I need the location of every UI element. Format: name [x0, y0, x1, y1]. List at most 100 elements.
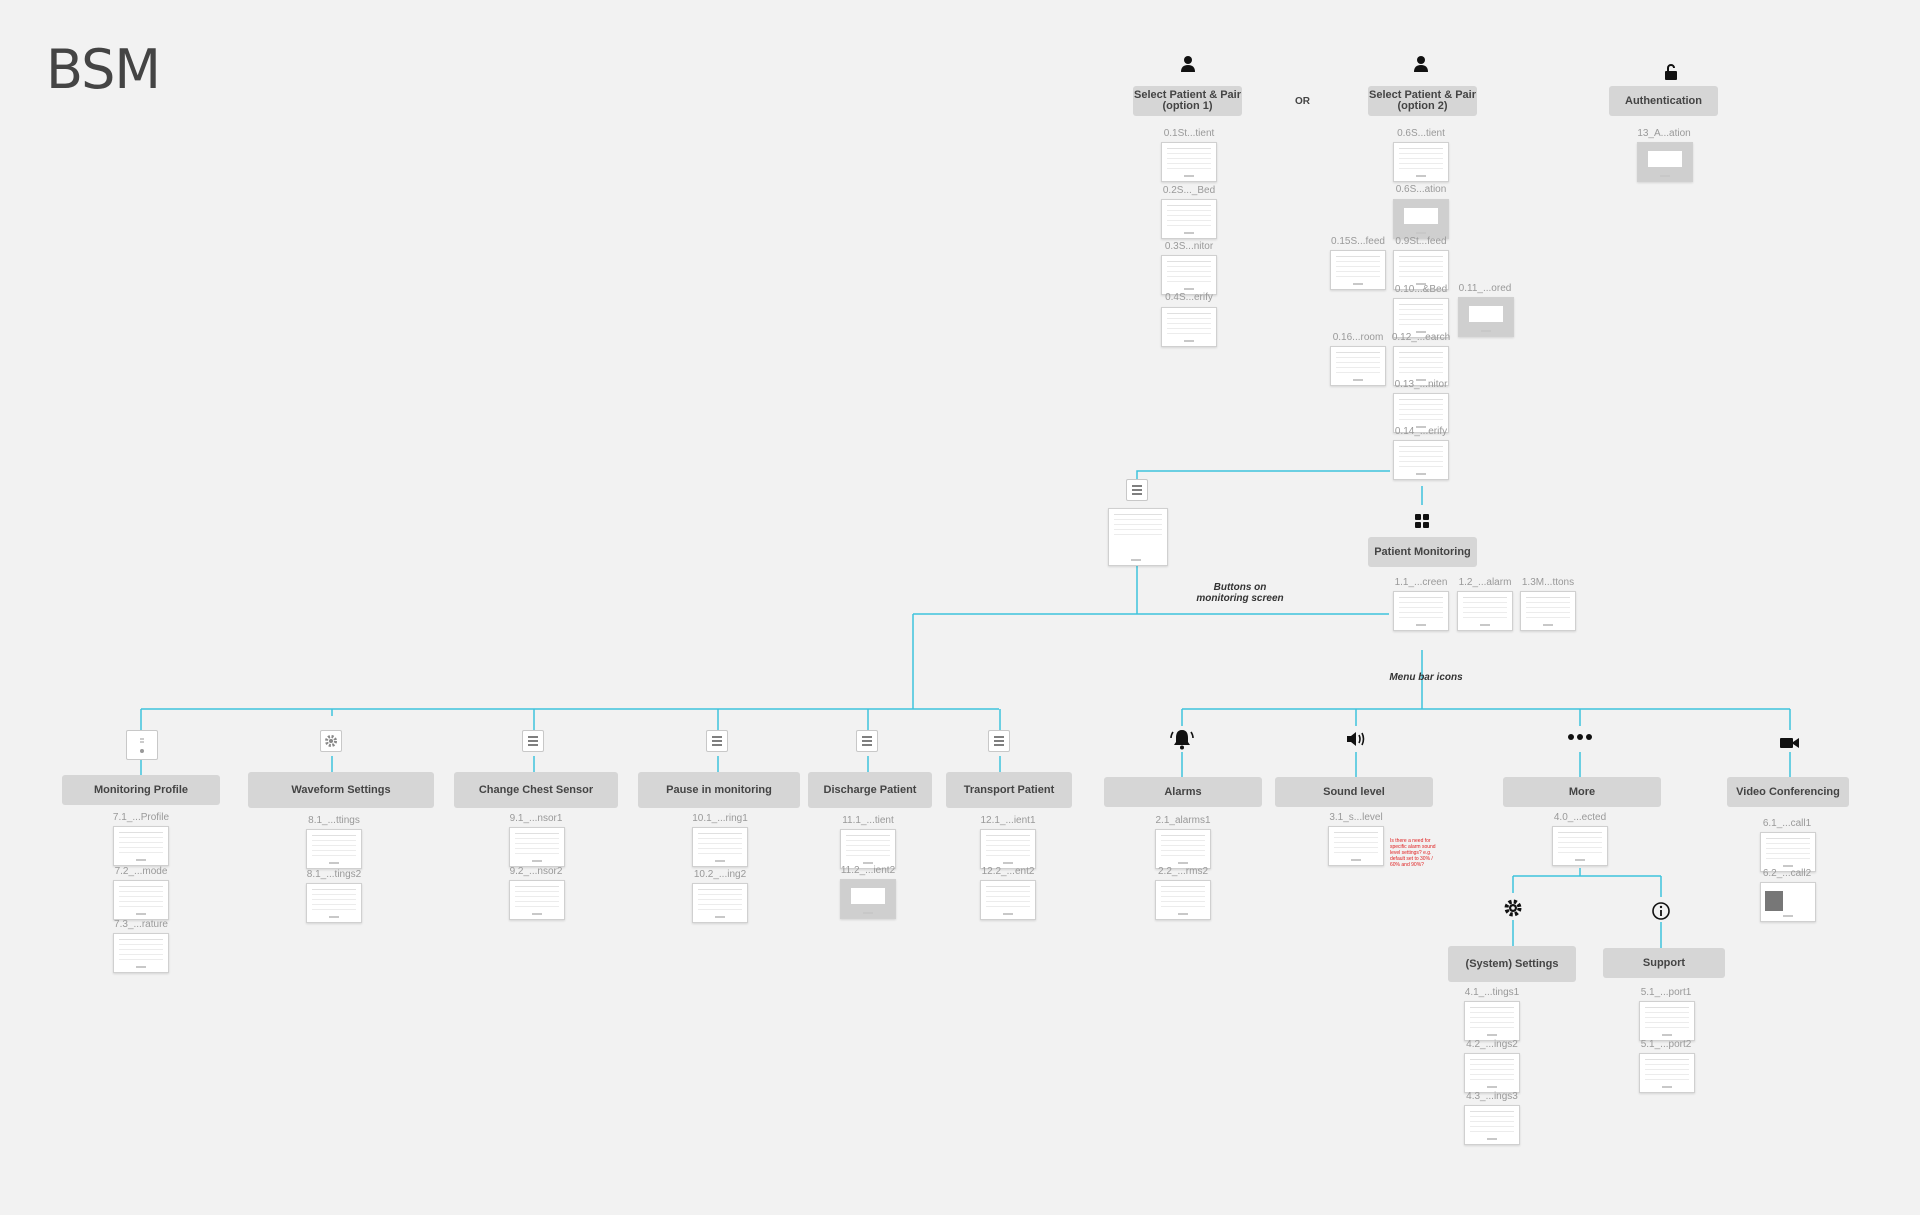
- screen-thumbnail[interactable]: [1464, 1053, 1520, 1093]
- screen-label: 9.2_...nsor2: [509, 866, 563, 877]
- screen-label: 8.1_...tings2: [306, 869, 362, 880]
- screen-thumbnail[interactable]: [1552, 826, 1608, 866]
- annotation-menubar: Menu bar icons: [1389, 672, 1463, 683]
- screen-label: 0.11_...ored: [1458, 283, 1512, 294]
- screen-thumbnail[interactable]: [1161, 255, 1217, 295]
- screen-label: 10.2_...ing2: [693, 869, 747, 880]
- screen-thumbnail[interactable]: [113, 880, 169, 920]
- screen-label: 0.3S...nitor: [1164, 241, 1214, 252]
- screen-label: 12.1_...ient1: [980, 815, 1036, 826]
- screen-label: 5.1_...port2: [1640, 1039, 1692, 1050]
- screen-thumbnail[interactable]: [1393, 591, 1449, 631]
- screen-thumbnail[interactable]: [1639, 1001, 1695, 1041]
- speaker-icon: [1343, 726, 1369, 752]
- screen-thumbnail[interactable]: [1161, 307, 1217, 347]
- screen-thumbnail[interactable]: [840, 829, 896, 869]
- screen-label: 1.3M...ttons: [1521, 577, 1575, 588]
- node-discharge-patient[interactable]: Discharge Patient: [808, 772, 932, 808]
- node-patient-monitoring[interactable]: Patient Monitoring: [1368, 537, 1477, 567]
- screen-thumbnail[interactable]: [1639, 1053, 1695, 1093]
- info-icon: [1648, 898, 1674, 924]
- connector-more-bus: [1512, 868, 1662, 897]
- screen-thumbnail[interactable]: [1393, 250, 1449, 290]
- screen-label: 6.1_...call1: [1762, 818, 1812, 829]
- user-icon: [1175, 51, 1201, 77]
- screen-thumbnail[interactable]: [1328, 826, 1384, 866]
- bell-icon: [1169, 726, 1195, 752]
- screen-thumbnail[interactable]: [692, 827, 748, 867]
- or-label: OR: [1295, 96, 1310, 107]
- screen-thumbnail[interactable]: [692, 883, 748, 923]
- screen-thumbnail[interactable]: [1464, 1105, 1520, 1145]
- menu-icon[interactable]: [1126, 479, 1148, 501]
- screen-label: 3.1_s...level: [1329, 812, 1383, 823]
- screen-label: 6.2_...call2: [1762, 868, 1812, 879]
- screen-thumbnail[interactable]: [1393, 393, 1449, 433]
- screen-label: 0.13_...nitor: [1394, 379, 1448, 390]
- node-monitoring-profile[interactable]: Monitoring Profile: [62, 775, 220, 805]
- node-alarms[interactable]: Alarms: [1104, 777, 1262, 807]
- screen-thumbnail[interactable]: [1161, 199, 1217, 239]
- screen-label: 7.2_...mode: [114, 866, 168, 877]
- screen-thumbnail[interactable]: [1393, 440, 1449, 480]
- screen-thumbnail[interactable]: [980, 829, 1036, 869]
- node-transport-patient[interactable]: Transport Patient: [946, 772, 1072, 808]
- node-video-conferencing[interactable]: Video Conferencing: [1727, 777, 1849, 807]
- more-icon[interactable]: [1567, 724, 1593, 750]
- menu-icon: [988, 730, 1010, 752]
- screen-thumbnail[interactable]: [509, 880, 565, 920]
- screen-thumbnail[interactable]: [1637, 142, 1693, 182]
- design-note: Is there a need for specific alarm sound…: [1390, 838, 1436, 868]
- annotation-buttons: Buttons on monitoring screen: [1196, 582, 1284, 604]
- screen-thumbnail[interactable]: [1760, 832, 1816, 872]
- screen-thumbnail[interactable]: [113, 826, 169, 866]
- screen-thumbnail[interactable]: [1458, 297, 1514, 337]
- video-icon: [1777, 730, 1803, 756]
- screen-label: 9.1_...nsor1: [509, 813, 563, 824]
- screen-thumbnail[interactable]: [306, 883, 362, 923]
- screen-thumbnail[interactable]: [1161, 142, 1217, 182]
- screen-thumbnail[interactable]: [1760, 882, 1816, 922]
- menu-panel-thumbnail[interactable]: [1108, 508, 1168, 566]
- node-more[interactable]: More: [1503, 777, 1661, 807]
- screen-thumbnail[interactable]: [1330, 346, 1386, 386]
- screen-thumbnail[interactable]: [306, 829, 362, 869]
- screen-thumbnail[interactable]: [1393, 298, 1449, 338]
- screen-thumbnail[interactable]: [1457, 591, 1513, 631]
- grid-icon: [1409, 508, 1435, 534]
- node-select-patient-option2[interactable]: Select Patient & Pair (option 2): [1368, 86, 1477, 116]
- screen-thumbnail[interactable]: [980, 880, 1036, 920]
- screen-label: 4.0_...ected: [1553, 812, 1607, 823]
- node-sound-level[interactable]: Sound level: [1275, 777, 1433, 807]
- node-select-patient-option1[interactable]: Select Patient & Pair (option 1): [1133, 86, 1242, 116]
- menu-icon: [706, 730, 728, 752]
- node-change-chest-sensor[interactable]: Change Chest Sensor: [454, 772, 618, 808]
- connector-menu-drops2: [1181, 752, 1791, 777]
- screen-thumbnail[interactable]: [1155, 880, 1211, 920]
- user-icon: [1408, 51, 1434, 77]
- screen-thumbnail[interactable]: [113, 933, 169, 973]
- node-pause-in-monitoring[interactable]: Pause in monitoring: [638, 772, 800, 808]
- screen-thumbnail[interactable]: [1464, 1001, 1520, 1041]
- connector-menu-drops: [1181, 709, 1791, 730]
- screen-thumbnail[interactable]: [1520, 591, 1576, 631]
- screen-thumbnail[interactable]: [840, 879, 896, 919]
- node-support[interactable]: Support: [1603, 948, 1725, 978]
- screen-thumbnail[interactable]: [1393, 142, 1449, 182]
- node-system-settings[interactable]: (System) Settings: [1448, 946, 1576, 982]
- node-authentication[interactable]: Authentication: [1609, 86, 1718, 116]
- screen-label: 0.4S...erify: [1165, 292, 1213, 303]
- screen-thumbnail[interactable]: [1155, 829, 1211, 869]
- screen-thumbnail[interactable]: [509, 827, 565, 867]
- node-waveform-settings[interactable]: Waveform Settings: [248, 772, 434, 808]
- screen-thumbnail[interactable]: [1393, 346, 1449, 386]
- screen-label: 5.1_...port1: [1640, 987, 1692, 998]
- screen-label: 1.1_...creen: [1394, 577, 1448, 588]
- screen-label: 13_A...ation: [1637, 128, 1691, 139]
- screen-thumbnail[interactable]: [1393, 199, 1449, 239]
- screen-label: 0.12_...earch: [1391, 332, 1451, 343]
- screen-label: 4.3_...ings3: [1466, 1091, 1518, 1102]
- screen-label: 11.1_...tient: [842, 815, 894, 826]
- screen-label: 0.16...room: [1332, 332, 1384, 343]
- screen-thumbnail[interactable]: [1330, 250, 1386, 290]
